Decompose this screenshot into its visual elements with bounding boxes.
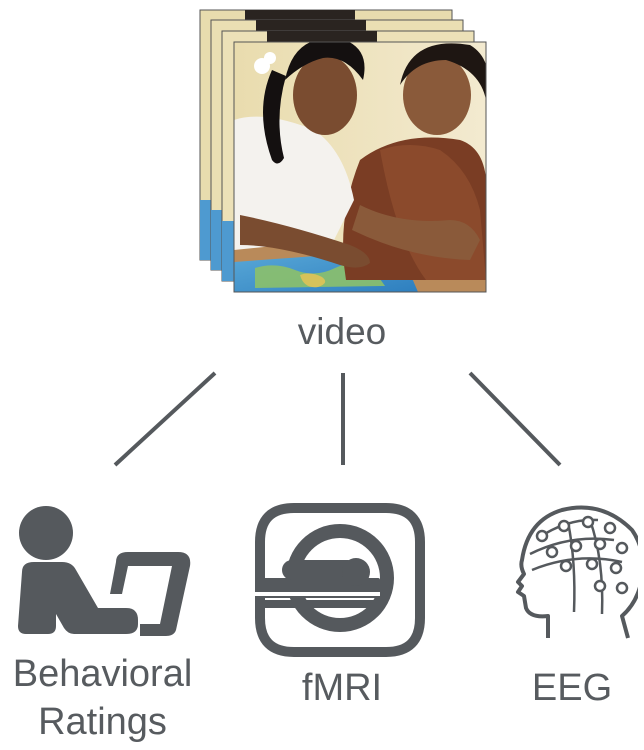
eeg-head-icon bbox=[516, 505, 638, 639]
video-label: video bbox=[297, 311, 387, 352]
mri-scanner-icon bbox=[252, 503, 425, 657]
eeg-label: EEG bbox=[531, 667, 613, 709]
fmri-label: fMRI bbox=[301, 667, 383, 709]
connector-eeg bbox=[468, 371, 562, 467]
video-frames-stack bbox=[199, 9, 487, 293]
behavioral-ratings-label: Behavioral Ratings bbox=[0, 650, 205, 746]
video-frame-front bbox=[234, 42, 486, 292]
behavioral-ratings-text: Behavioral Ratings bbox=[12, 653, 193, 743]
person-rating-icon bbox=[18, 506, 191, 636]
connector-behavioral bbox=[113, 371, 217, 467]
video-frame-border bbox=[233, 41, 487, 293]
